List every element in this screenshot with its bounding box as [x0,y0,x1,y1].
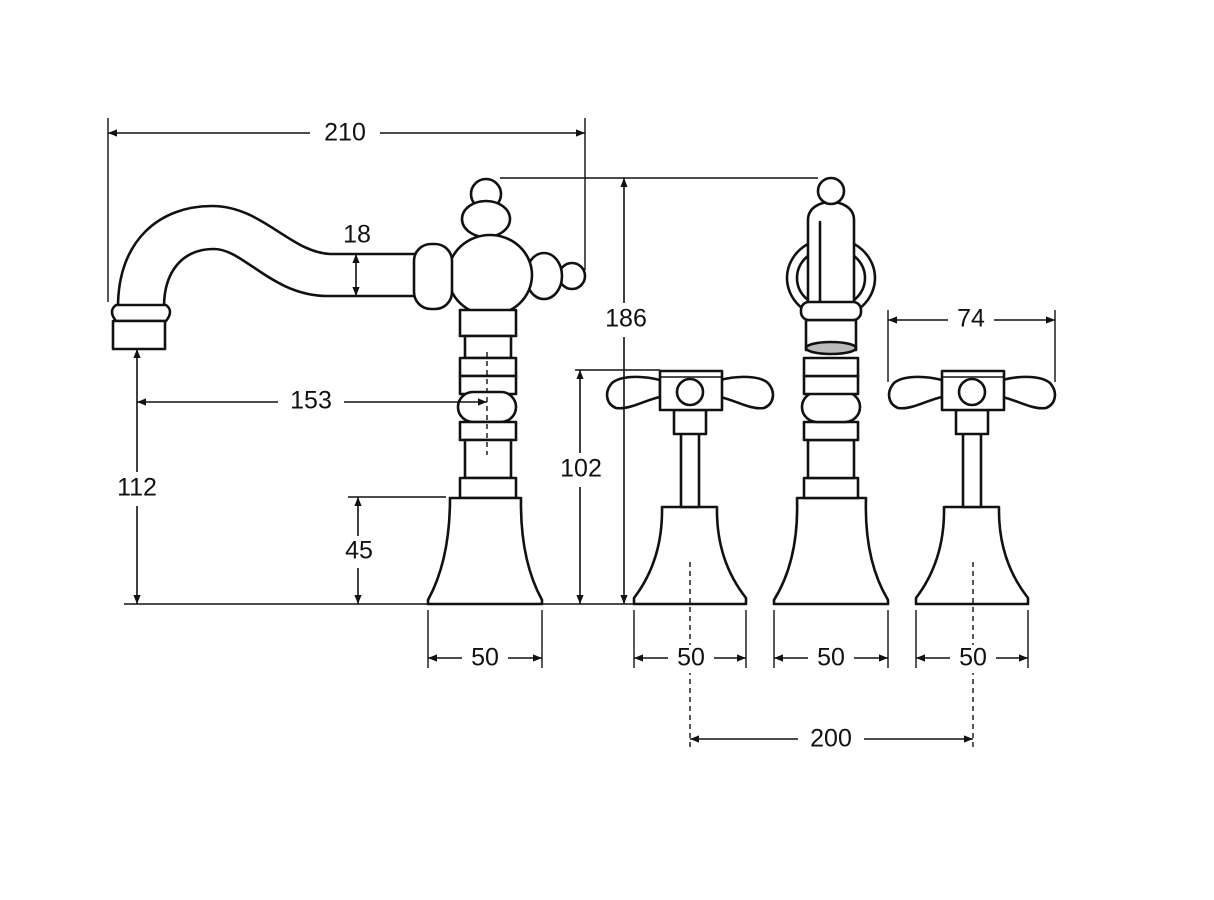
dim-label-spout-projection: 153 [290,387,332,415]
dim-label-handle-height: 102 [560,455,602,483]
dim-label-base-width-4: 50 [959,644,987,672]
left-cross-arm-right [718,375,775,410]
right-handle-stem [961,430,983,509]
body-hub [446,233,534,317]
right-cross-arm-right [1000,375,1057,410]
spout-front-ring-2 [806,438,856,480]
column-ring-2 [463,334,513,360]
dim-label-spout-diameter: 18 [343,221,371,249]
spout-front-aerator [804,340,858,356]
left-handle-front-view [605,369,775,606]
spout-front-ring-5 [802,356,860,378]
right-handle-base [914,505,1030,606]
spout-outlet-collar [110,303,172,323]
dim-label-base-width-1: 50 [471,644,499,672]
dim-label-base-width-3: 50 [817,644,845,672]
column-ring-6 [463,438,513,480]
spout-outlet-aerator [111,319,167,351]
dim-label-overall-height: 186 [605,305,647,333]
dim-label-base-width-2: 50 [677,644,705,672]
right-handle-boss [957,377,987,407]
spout-front-view [772,176,890,606]
spout-front-ring-1 [802,476,860,500]
top-finial-bead [460,199,512,239]
spout-front-ring-3 [802,420,860,442]
spout-front-finial [816,176,846,206]
spout-front-bulge [800,390,862,424]
spout-front-ring-4 [802,374,860,396]
spout-base-flange [426,496,544,606]
right-cross-arm-left [887,375,944,410]
column-ring-5 [458,420,518,442]
spout-front-base [772,496,890,606]
spout-arm [116,204,418,309]
center-lines [486,352,974,748]
right-handle-neck [954,408,990,436]
column-ring-3 [458,356,518,378]
left-handle-boss [675,377,705,407]
label-gaps [112,118,996,753]
spout-front-neck [806,200,856,308]
dim-label-base-height: 45 [345,537,373,565]
left-handle-stem [679,430,701,509]
dim-label-outlet-height: 112 [117,474,157,502]
left-handle-neck [672,408,708,436]
left-handle-base [632,505,748,606]
spout-side-view [110,177,587,606]
dim-label-handle-span: 74 [957,305,985,333]
column-ring-7 [458,476,518,500]
left-cross-arm-left [605,375,662,410]
dim-label-spout-reach: 210 [324,119,366,147]
spout-hub-collar [412,242,454,311]
right-handle-front-view [887,369,1057,606]
dimension-labels: 210 18 186 74 153 112 102 45 50 50 50 50… [117,119,987,753]
dim-label-tap-centres: 200 [810,725,852,753]
column-ring-1 [458,308,518,338]
spout-front-outlet-collar [799,300,863,322]
